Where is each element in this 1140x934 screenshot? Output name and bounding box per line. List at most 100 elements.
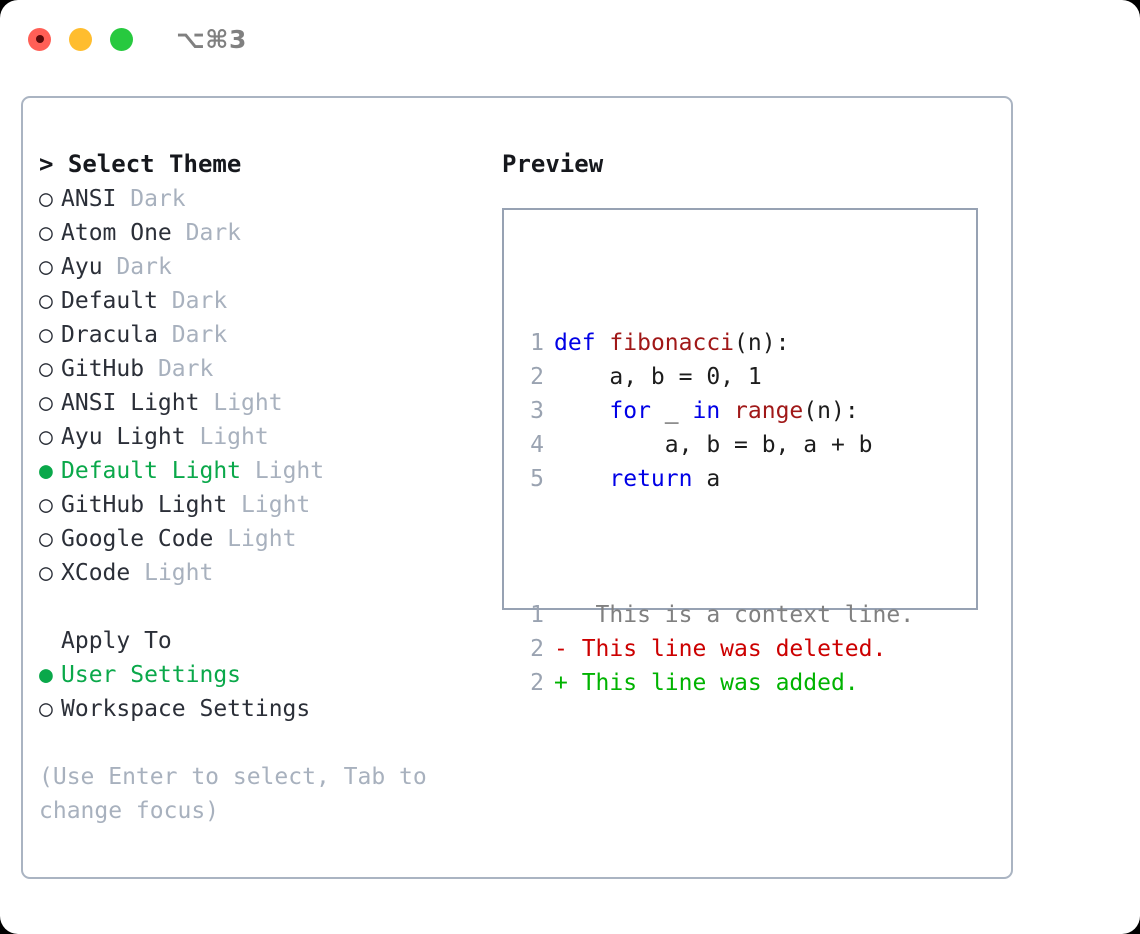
- theme-item-gap: [158, 288, 172, 314]
- radio-unselected-icon[interactable]: ○: [39, 186, 53, 212]
- radio-unselected-icon[interactable]: ○: [39, 356, 53, 382]
- theme-item-variant: Dark: [116, 254, 172, 280]
- code-line-number: 5: [530, 466, 544, 492]
- radio-unselected-icon[interactable]: ○: [39, 322, 53, 348]
- theme-item-name: Default: [61, 288, 158, 314]
- theme-item-variant: Light: [199, 424, 269, 450]
- theme-item[interactable]: ○ Default Dark: [39, 284, 499, 318]
- traffic-lights: [28, 27, 133, 51]
- theme-item-gap: [199, 390, 213, 416]
- apply-to-list[interactable]: ● User Settings ○Workspace Settings: [39, 658, 499, 726]
- radio-unselected-icon[interactable]: ○: [39, 526, 53, 552]
- theme-item[interactable]: ○ GitHub Light Light: [39, 488, 499, 522]
- code-token: _: [650, 398, 693, 424]
- theme-item[interactable]: ○ Ayu Light Light: [39, 420, 499, 454]
- minimize-button[interactable]: [69, 27, 92, 51]
- theme-item-variant: Dark: [171, 288, 228, 314]
- radio-unselected-icon[interactable]: ○: [39, 254, 53, 280]
- diff-text: This is a context line.: [567, 602, 915, 628]
- diff-marker: +: [554, 670, 568, 696]
- close-button[interactable]: [28, 27, 51, 51]
- apply-to-item-name: User Settings: [61, 662, 242, 688]
- code-token: a: [692, 466, 721, 492]
- theme-item-name: Default Light: [61, 458, 242, 484]
- theme-item-gap: [172, 220, 186, 246]
- code-line: 4 a, b = b, a + b: [520, 428, 914, 462]
- keyboard-hint: (Use Enter to select, Tab to change focu…: [39, 760, 459, 828]
- theme-item[interactable]: ○ANSI Dark: [39, 182, 499, 216]
- theme-item-variant: Light: [213, 390, 283, 416]
- code-line: 2 a, b = 0, 1: [520, 360, 914, 394]
- theme-item-variant: Dark: [171, 322, 228, 348]
- theme-item-name: Ayu: [61, 254, 103, 280]
- apply-to-item[interactable]: ○Workspace Settings: [39, 692, 499, 726]
- theme-item-gap: [103, 254, 117, 280]
- theme-item-variant: Light: [254, 458, 325, 484]
- theme-item-name: GitHub Light: [61, 492, 228, 518]
- theme-item-variant: Light: [241, 492, 311, 518]
- code-token: (n):: [803, 398, 859, 424]
- theme-item-variant: Light: [227, 526, 297, 552]
- apply-to-heading: Apply To: [39, 624, 499, 658]
- theme-item-name: GitHub: [61, 356, 145, 382]
- diff-line: 1 This is a context line.: [520, 598, 914, 632]
- radio-unselected-icon[interactable]: ○: [39, 220, 53, 246]
- code-line: 3 for _ in range(n):: [520, 394, 914, 428]
- diff-line-number: 2: [530, 670, 544, 696]
- code-token: def: [554, 330, 596, 356]
- theme-item-gap: [186, 424, 200, 450]
- theme-item[interactable]: ○ ANSI Light Light: [39, 386, 499, 420]
- code-token: [596, 330, 610, 356]
- diff-line-number: 2: [530, 636, 544, 662]
- section-spacer: [39, 590, 499, 624]
- theme-item[interactable]: ○ Dracula Dark: [39, 318, 499, 352]
- diff-line: 2+ This line was added.: [520, 666, 914, 700]
- theme-item-gap: [130, 560, 144, 586]
- radio-unselected-icon[interactable]: ○: [39, 424, 53, 450]
- code-token: [554, 466, 609, 492]
- code-token: [720, 398, 734, 424]
- theme-item-name: XCode: [61, 560, 131, 586]
- hint-spacer: [39, 726, 499, 760]
- diff-marker: [554, 602, 568, 628]
- select-theme-heading: > Select Theme: [39, 150, 242, 178]
- theme-item[interactable]: ○ Google Code Light: [39, 522, 499, 556]
- theme-item-name: ANSI Light: [61, 390, 200, 416]
- radio-unselected-icon[interactable]: ○: [39, 560, 53, 586]
- theme-item-gap: [116, 186, 130, 212]
- radio-selected-icon[interactable]: ●: [39, 458, 53, 484]
- radio-unselected-icon[interactable]: ○: [39, 696, 53, 722]
- theme-list[interactable]: ○ANSI Dark○Atom One Dark○Ayu Dark○Defaul…: [39, 182, 499, 590]
- maximize-button[interactable]: [110, 27, 133, 51]
- theme-item-name: Dracula: [61, 322, 158, 348]
- apply-to-item[interactable]: ● User Settings: [39, 658, 499, 692]
- radio-unselected-icon[interactable]: ○: [39, 288, 53, 314]
- theme-item[interactable]: ● Default Light Light: [39, 454, 499, 488]
- code-token: (n):: [734, 330, 790, 356]
- theme-item[interactable]: ○ Ayu Dark: [39, 250, 499, 284]
- radio-unselected-icon[interactable]: ○: [39, 390, 53, 416]
- theme-item[interactable]: ○Atom One Dark: [39, 216, 499, 250]
- theme-item-variant: Dark: [157, 356, 214, 382]
- code-line-number: 4: [530, 432, 544, 458]
- theme-item[interactable]: ○ GitHub Dark: [39, 352, 499, 386]
- diff-line: 2- This line was deleted.: [520, 632, 914, 666]
- code-token: [554, 398, 609, 424]
- theme-item[interactable]: ○XCode Light: [39, 556, 499, 590]
- radio-unselected-icon[interactable]: ○: [39, 492, 53, 518]
- theme-item-gap: [158, 322, 172, 348]
- theme-item-name: Google Code: [61, 526, 214, 552]
- theme-item-variant: Dark: [185, 220, 242, 246]
- code-token: for: [609, 398, 651, 424]
- theme-item-name: Ayu Light: [61, 424, 186, 450]
- radio-selected-icon[interactable]: ●: [39, 662, 53, 688]
- code-token: fibonacci: [609, 330, 735, 356]
- preview-title: Preview: [502, 150, 604, 178]
- diff-marker: -: [554, 636, 568, 662]
- code-line-number: 3: [530, 398, 544, 424]
